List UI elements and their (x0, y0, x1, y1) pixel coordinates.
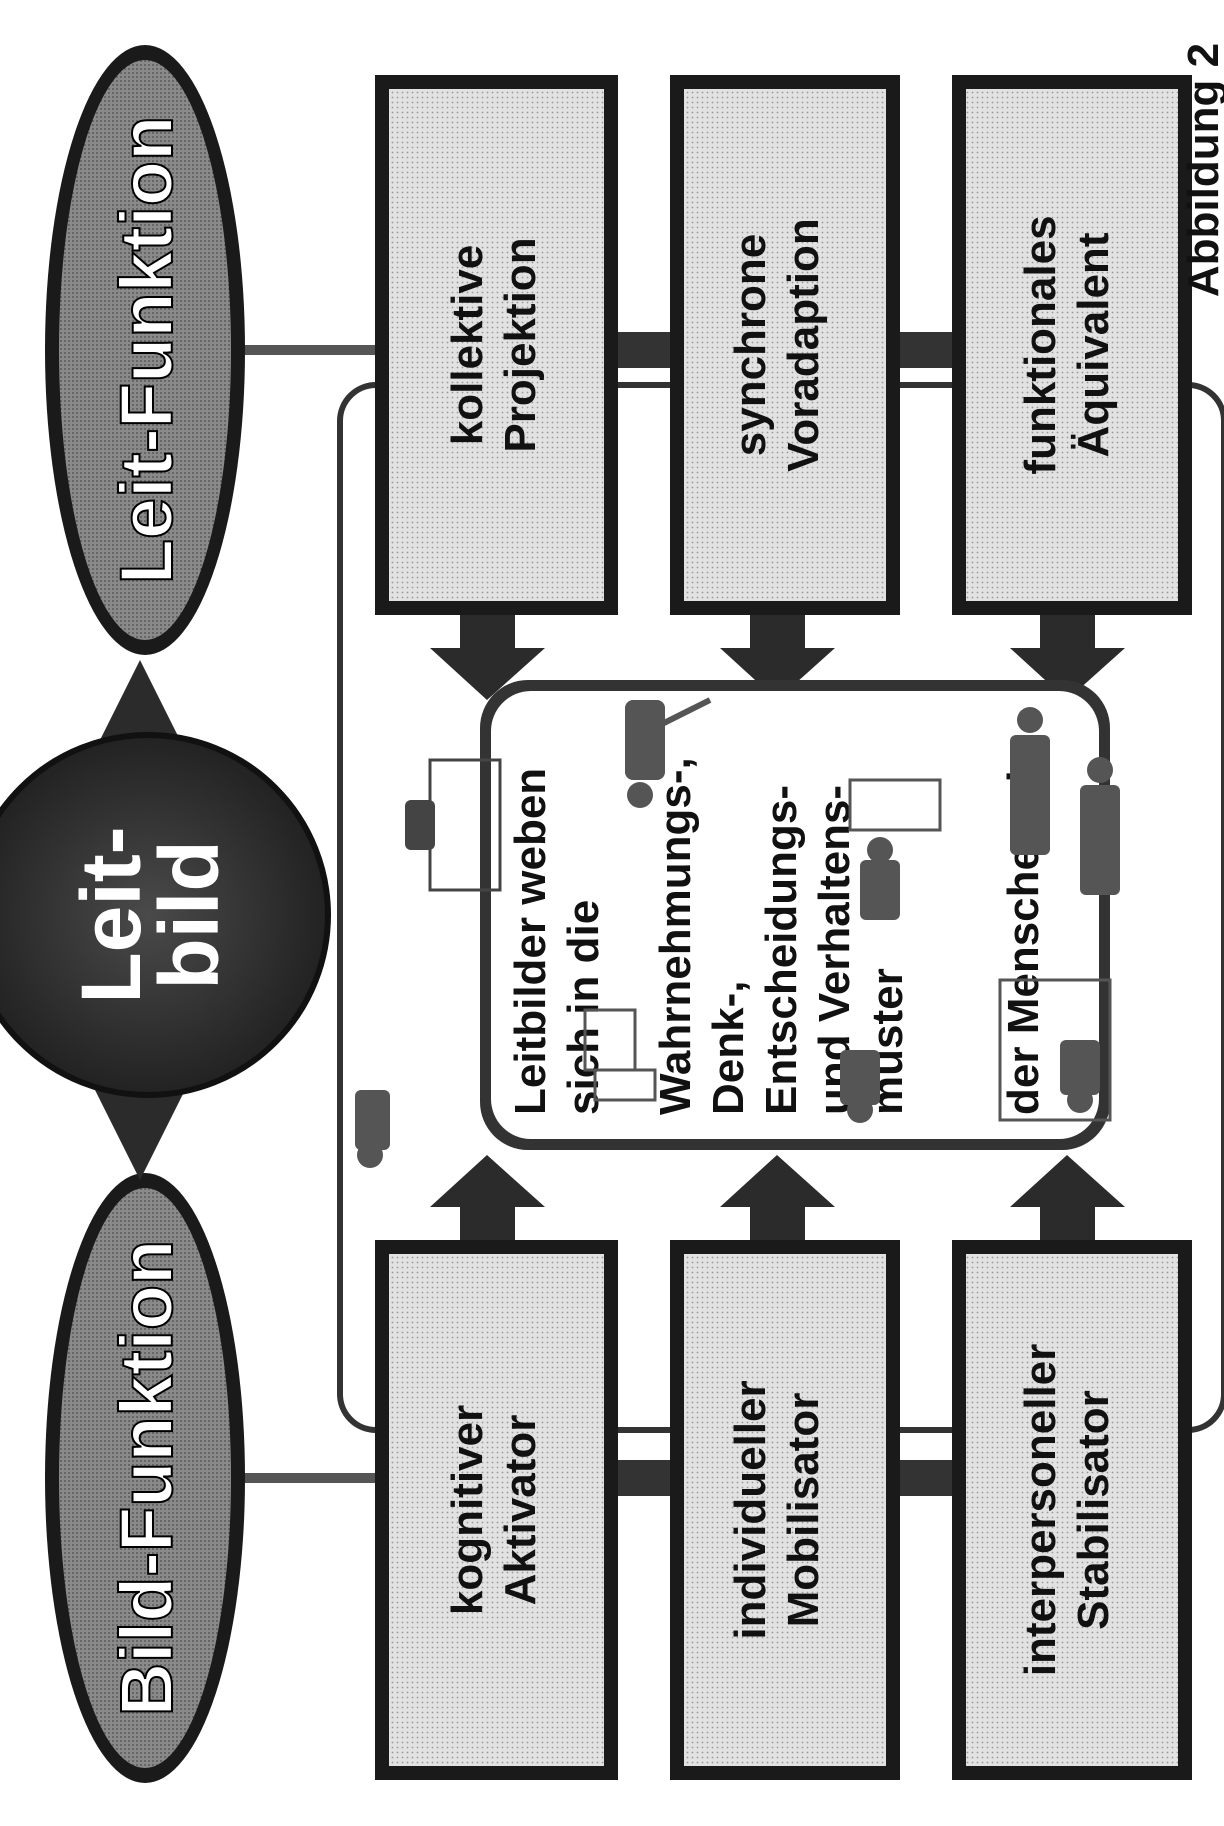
box-funktionales-line1: funktionales (1016, 215, 1065, 474)
box-kognitiver-line1: kognitiver (443, 1405, 492, 1615)
arrow-from-kollektive (430, 615, 545, 700)
core-box: Leitbilder weben sich in die Wahrnehmung… (480, 680, 1110, 1150)
box-synchrone-voradaption: synchrone Voradaption (670, 75, 900, 615)
leit-funktion-node: Leit-Funktion (45, 45, 245, 655)
box-interpersoneller-stabilisator: interpersoneller Stabilisator (952, 1240, 1192, 1780)
people-illustration-right-bottom (998, 978, 1112, 1122)
box-kollektive-projektion: kollektive Projektion (375, 75, 618, 615)
people-illustration-right-mid (840, 1050, 880, 1123)
core-line-4: Denk-, (704, 981, 753, 1115)
leitbild-node: Leit- bild (0, 732, 331, 1098)
box-synchrone-line2: Voradaption (779, 218, 828, 471)
box-individueller-mobilisator: individueller Mobilisator (670, 1240, 900, 1780)
leitbild-line2: bild (142, 840, 236, 989)
core-line-1: Leitbilder weben (506, 768, 555, 1115)
bild-funktion-node: Bild-Funktion (45, 1173, 245, 1783)
box-individueller-line2: Mobilisator (779, 1393, 828, 1628)
box-funktionales-aequivalent: funktionales Äquivalent (952, 75, 1192, 615)
caption: Abbildung 2 (1179, 43, 1224, 297)
arrow-from-individueller (720, 1155, 835, 1240)
leit-funktion-label: Leit-Funktion (105, 116, 188, 585)
box-kollektive-line2: Projektion (496, 237, 545, 452)
core-line-3: Wahrnehmungs-, (651, 757, 700, 1115)
box-kollektive-line1: kollektive (443, 245, 492, 446)
arrow-from-kognitiver (430, 1155, 545, 1240)
arrow-from-synchrone (720, 615, 835, 700)
box-interpersoneller-line2: Stabilisator (1069, 1390, 1118, 1630)
people-illustration-left-bottom (848, 707, 1120, 920)
people-illustration-right-top (355, 1008, 657, 1168)
box-kognitiver-line2: Aktivator (496, 1415, 545, 1606)
box-funktionales-line2: Äquivalent (1069, 232, 1118, 457)
box-interpersoneller-line1: interpersoneller (1016, 1344, 1065, 1677)
arrow-from-funktionales (1010, 615, 1125, 700)
box-individueller-line1: individueller (726, 1380, 775, 1639)
leitbild-line1: Leit- (64, 826, 158, 1003)
people-illustration-left-top (405, 758, 502, 892)
arrow-from-interpersoneller (1010, 1155, 1125, 1240)
core-line-2: sich in die (559, 900, 608, 1115)
core-line-5: Entscheidungs- (757, 785, 806, 1115)
bild-funktion-label: Bild-Funktion (105, 1240, 188, 1717)
people-illustration-left-mid (625, 697, 712, 808)
box-synchrone-line1: synchrone (726, 234, 775, 457)
box-kognitiver-aktivator: kognitiver Aktivator (375, 1240, 618, 1780)
